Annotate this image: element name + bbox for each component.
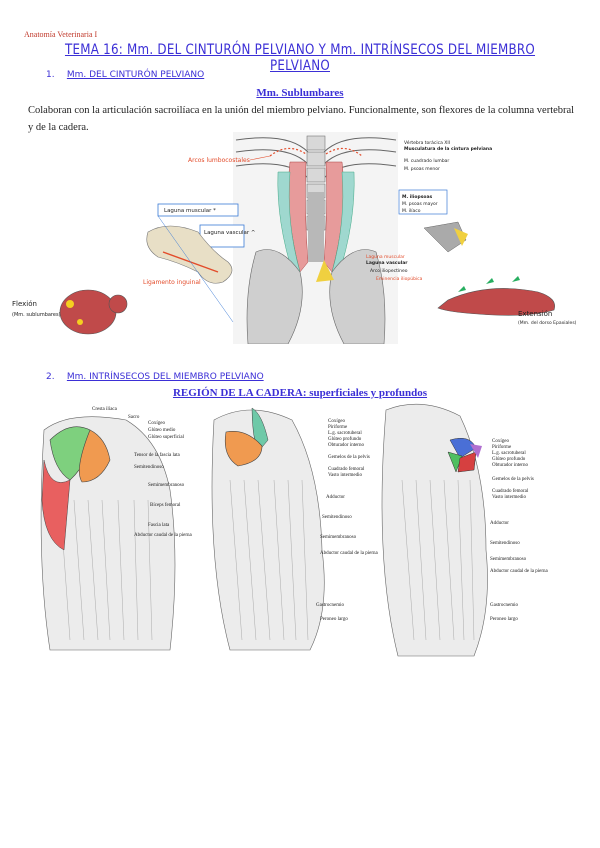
page-title: TEMA 16: Mm. DEL CINTURÓN PELVIANO Y Mm.…: [64, 42, 536, 74]
hip-label: Semimembranoso: [148, 483, 185, 488]
hip-label: Piriforme: [492, 445, 512, 450]
sublumbares-paragraph: Colaboran con la articulación sacroilíac…: [28, 105, 575, 133]
sublumbar-figure: Arcos lumbocostales Laguna muscular * La…: [12, 132, 577, 344]
hip-label: Cresta ilíaca: [92, 407, 118, 412]
hip-label: Semitendinoso: [490, 541, 520, 546]
hip-label: Gemelos de la pelvis: [328, 455, 370, 460]
ligamento-label: Ligamento inguinal: [143, 279, 201, 286]
hip-label: Gastrocnemio: [316, 603, 345, 608]
hip-label: Semitendinoso: [322, 515, 352, 520]
section-1-number: 1.: [46, 70, 55, 80]
hip-label: L.g. sacrotuberal: [328, 431, 362, 436]
bottom-label: Laguna muscular: [366, 254, 405, 260]
sublumbar-right-labels: Vértebra torácica XII Musculatura de la …: [404, 139, 492, 172]
sublumbares-heading: Mm. Sublumbares: [256, 87, 344, 99]
hip-label: Semimembranoso: [320, 535, 357, 540]
flexion-label: Flexión: [12, 300, 37, 308]
hip-label: Obturador interno: [328, 443, 364, 448]
section-1-heading: 1. Mm. DEL CINTURÓN PELVIANO: [46, 70, 204, 80]
laguna-vascular-label: Laguna vascular ^: [204, 230, 256, 236]
hip-label: Vasto intermedio: [328, 473, 363, 478]
extension-label: Extensión: [518, 310, 552, 318]
cadera-heading-bold: REGIÓN DE LA CADERA:: [172, 387, 307, 399]
hip-label: Cuadrado femoral: [328, 467, 365, 472]
iliaco-label: M. ilíaco: [402, 207, 421, 214]
hip-muscles-figure: Cresta ilíaca Sacro Coxígeo Glúteo medio…: [40, 403, 549, 657]
hip-label: Abductor caudal de la pierna: [490, 569, 549, 574]
section-2-label: Mm. INTRÍNSECOS DEL MIEMBRO PELVIANO: [66, 372, 264, 382]
hip-panel-middle: Coxígeo Piriforme L.g. sacrotuberal Glút…: [211, 407, 379, 651]
hip-label: Coxígeo: [148, 421, 165, 426]
section-1-label: Mm. DEL CINTURÓN PELVIANO: [66, 70, 205, 80]
hip-label: Cuadrado femoral: [492, 489, 529, 494]
extension-sub-label: (Mm. del dorso Epaxiales): [518, 320, 577, 326]
hip-label: Fascia lata: [148, 523, 170, 528]
laguna-muscular-label: Laguna muscular *: [164, 208, 216, 214]
right-label: M. cuadrado lumbar: [404, 158, 449, 164]
hip-label: Sacro: [128, 415, 140, 420]
hip-label: Vasto intermedio: [492, 495, 527, 500]
hip-label: Coxígeo: [492, 439, 509, 444]
course-header: Anatomía Veterinaria I: [24, 30, 98, 39]
hip-label: Obturador interno: [492, 463, 528, 468]
hip-label: Coxígeo: [328, 419, 345, 424]
hip-label: Peroneo largo: [320, 617, 348, 622]
cadera-heading: REGIÓN DE LA CADERA: superficiales y pro…: [0, 387, 600, 399]
right-label: M. psoas menor: [404, 166, 440, 172]
bottom-label: Eminencia iliopúbica: [376, 275, 423, 282]
hip-label: Piriforme: [328, 425, 348, 430]
hip-label: Glúteo medio: [148, 428, 176, 433]
iliopsoas-label: M. iliopsoas: [402, 194, 433, 200]
hip-label: Gemelos de la pelvis: [492, 477, 534, 482]
arcos-label: Arcos lumbocostales: [188, 157, 250, 164]
flexion-sub-label: (Mm. sublumbares): [12, 312, 61, 318]
hip-label: Abductor caudal de la pierna: [134, 533, 193, 538]
hip-label: L.g. sacrotuberal: [492, 451, 526, 456]
hip-panel-superficial: Cresta ilíaca Sacro Coxígeo Glúteo medio…: [40, 407, 193, 651]
hip-label: Abductor caudal de la pierna: [320, 551, 379, 556]
bottom-label: Laguna vascular: [366, 260, 408, 266]
hip-label: Glúteo profundo: [328, 437, 362, 442]
bottom-label: Arco iliopectíneo: [370, 267, 408, 274]
hip-label: Adductor: [490, 521, 509, 526]
hip-label: Adductor: [326, 495, 345, 500]
psoas-mayor-label: M. psoas mayor: [402, 201, 438, 207]
section-2-heading: 2. Mm. INTRÍNSECOS DEL MIEMBRO PELVIANO: [46, 372, 264, 382]
hip-label: Semimembranoso: [490, 557, 527, 562]
hip-label: Semitendinoso: [134, 465, 164, 470]
hip-label: Glúteo superficial: [148, 435, 185, 440]
section-2-number: 2.: [46, 372, 55, 382]
cadera-heading-rest: superficiales y profundos: [306, 387, 428, 399]
hip-label: Gastrocnemio: [490, 603, 519, 608]
hip-label: Tensor de la fascia lata: [134, 453, 181, 458]
hip-label: Bíceps femoral: [150, 503, 181, 508]
hip-label: Peroneo largo: [490, 617, 518, 622]
right-label: Musculatura de la cintura pelviana: [404, 146, 492, 152]
hip-panel-deep: Coxígeo Piriforme L.g. sacrotuberal Glút…: [381, 403, 549, 657]
hip-label: Glúteo profundo: [492, 457, 526, 462]
right-label: Vértebra torácica XII: [404, 139, 450, 146]
